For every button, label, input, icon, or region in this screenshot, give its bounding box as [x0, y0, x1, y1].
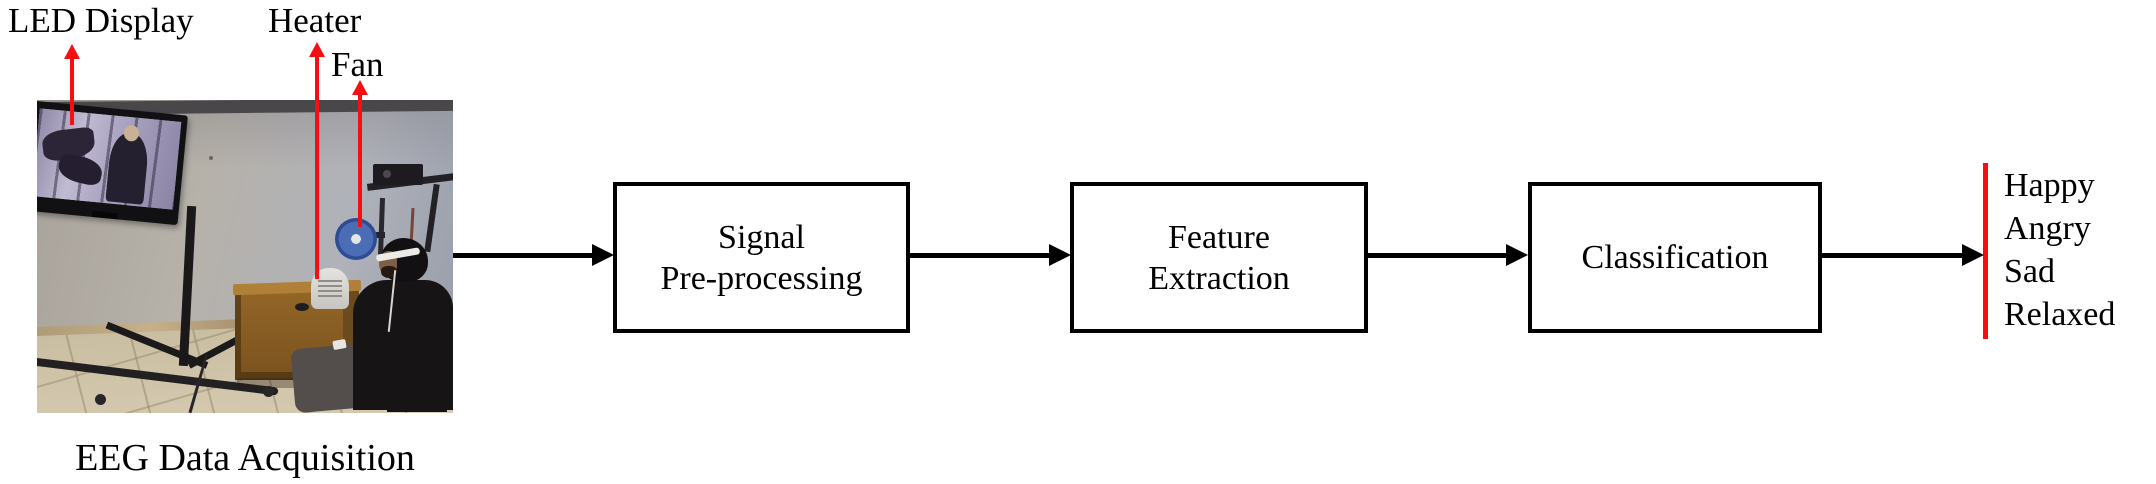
flow-arrow-1-shaft: [453, 253, 594, 258]
box-label-line: Signal: [718, 218, 805, 256]
arrow-shaft: [358, 95, 362, 227]
output-separator-line: [1983, 163, 1988, 339]
box-classification: Classification: [1528, 182, 1822, 333]
label-led-display: LED Display: [8, 1, 194, 40]
computer-mouse: [295, 303, 309, 311]
flow-arrow-4-shaft: [1820, 253, 1964, 258]
flow-arrow-3-head-icon: [1506, 244, 1528, 266]
arrow-shaft: [315, 57, 319, 279]
arrow-up-head-icon: [352, 80, 368, 95]
flow-arrow-1-head-icon: [592, 244, 614, 266]
box-label-line: Extraction: [1148, 259, 1290, 297]
red-arrow-fan-icon: [352, 80, 368, 227]
flow-arrow-3-shaft: [1366, 253, 1508, 258]
fan-mount-arm: [369, 232, 385, 238]
output-emotion-list: Happy Angry Sad Relaxed: [2004, 164, 2115, 336]
flow-arrow-4-head-icon: [1962, 244, 1984, 266]
camera-rig-pole: [424, 183, 440, 253]
box-feature-extraction: Feature Extraction: [1070, 182, 1368, 333]
flow-arrow-2-shaft: [908, 253, 1051, 258]
tv-logo-tab: [91, 210, 119, 220]
participant-body: [353, 280, 453, 410]
camera-lens: [383, 170, 391, 178]
output-emotion-sad: Sad: [2004, 253, 2055, 290]
tv-stand-caster: [263, 386, 274, 397]
wall-mark: [209, 156, 213, 160]
output-emotion-happy: Happy: [2004, 167, 2095, 204]
red-arrow-led-display-icon: [64, 44, 80, 125]
red-arrow-heater-icon: [309, 42, 325, 279]
fan: [335, 218, 377, 260]
arrow-up-head-icon: [64, 44, 80, 59]
tv-stand-caster: [95, 394, 106, 405]
photo-caption: EEG Data Acquisition: [75, 437, 415, 479]
label-fan: Fan: [331, 45, 384, 84]
arrow-shaft: [70, 59, 74, 125]
heater-vents: [318, 280, 342, 298]
flow-arrow-2-head-icon: [1049, 244, 1071, 266]
tv-screen: [37, 108, 182, 210]
box-label-line: Feature: [1168, 218, 1270, 256]
box-label-line: Pre-processing: [660, 259, 863, 297]
camera-rig: [373, 164, 423, 185]
box-signal-preprocessing: Signal Pre-processing: [613, 182, 910, 333]
eeg-room-photo: [37, 100, 453, 413]
led-display-tv: [37, 100, 188, 226]
box-label-line: Classification: [1581, 239, 1769, 276]
output-emotion-angry: Angry: [2004, 210, 2091, 247]
label-heater: Heater: [268, 1, 362, 40]
arrow-up-head-icon: [309, 42, 325, 57]
output-emotion-relaxed: Relaxed: [2004, 296, 2116, 333]
